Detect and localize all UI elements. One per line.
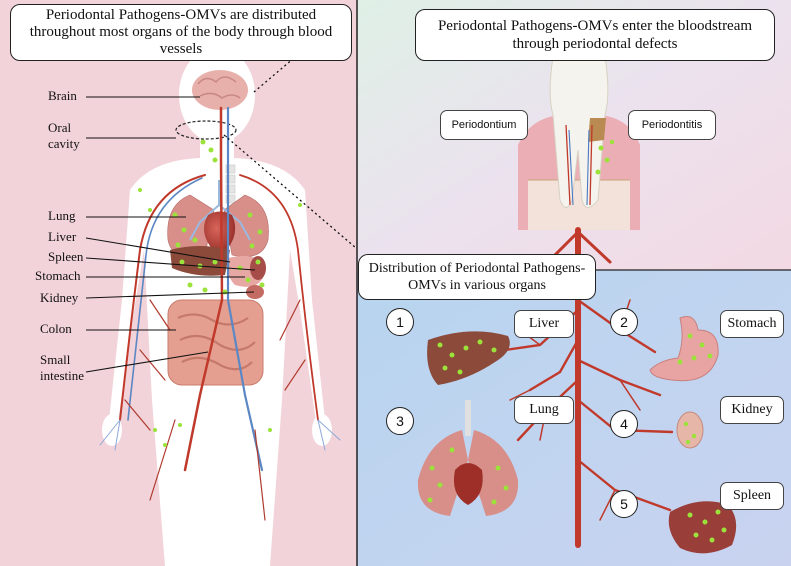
label-colon: Colon — [40, 321, 72, 336]
top-right-panel-title: Periodontal Pathogens-OMVs enter the blo… — [415, 9, 775, 61]
label-spleen: Spleen — [48, 249, 84, 264]
organ-number-4: 4 — [610, 410, 638, 438]
oral-cavity-outline — [175, 120, 237, 140]
bronchi — [189, 180, 251, 241]
organ-label-kidney: Kidney — [720, 396, 784, 424]
spleen-organ — [668, 501, 737, 554]
organ-number-2: 2 — [610, 308, 638, 336]
liver-organ — [427, 331, 510, 385]
blood-vessels — [99, 106, 341, 521]
organ-label-stomach: Stomach — [720, 310, 784, 338]
label-kidney: Kidney — [40, 290, 79, 305]
dotted-connector-mid — [223, 134, 357, 249]
lungs-figure — [167, 194, 269, 257]
organ-number-5: 5 — [610, 490, 638, 518]
label-lung: Lung — [48, 208, 76, 223]
label-stomach: Stomach — [35, 268, 81, 283]
bottom-right-panel-title-text: Distribution of Periodontal Pathogens-OM… — [368, 261, 586, 293]
liver-figure — [170, 246, 230, 276]
left-panel-title-text: Periodontal Pathogens-OMVs are distribut… — [29, 7, 333, 57]
label-oral-cavity: Oral cavity — [48, 120, 80, 151]
bottom-right-panel-title: Distribution of Periodontal Pathogens-OM… — [358, 254, 596, 300]
periodontium-label: Periodontium — [440, 110, 528, 140]
organ-label-lung: Lung — [514, 396, 574, 424]
brain-figure — [192, 70, 248, 110]
label-liver: Liver — [48, 229, 77, 244]
left-panel-title: Periodontal Pathogens-OMVs are distribut… — [10, 4, 352, 61]
label-leader-lines — [85, 96, 256, 373]
organ-number-1: 1 — [386, 308, 414, 336]
organ-number-3: 3 — [386, 407, 414, 435]
spleen-figure — [250, 256, 266, 280]
tooth-figure — [518, 39, 640, 230]
stomach-organ — [649, 316, 719, 382]
kidney-figure — [246, 285, 264, 299]
spine — [225, 164, 236, 204]
organ-label-spleen: Spleen — [720, 482, 784, 510]
top-right-panel-title-text: Periodontal Pathogens-OMVs enter the blo… — [437, 18, 753, 52]
kidney-organ — [676, 411, 704, 449]
lung-organ — [417, 400, 519, 516]
intestines-figure — [167, 299, 264, 386]
organ-label-liver: Liver — [514, 310, 574, 338]
label-small-intestine: Small intestine — [40, 352, 85, 383]
label-brain: Brain — [48, 88, 77, 103]
omv-dots-organs — [427, 333, 727, 543]
periodontitis-label: Periodontitis — [628, 110, 716, 140]
